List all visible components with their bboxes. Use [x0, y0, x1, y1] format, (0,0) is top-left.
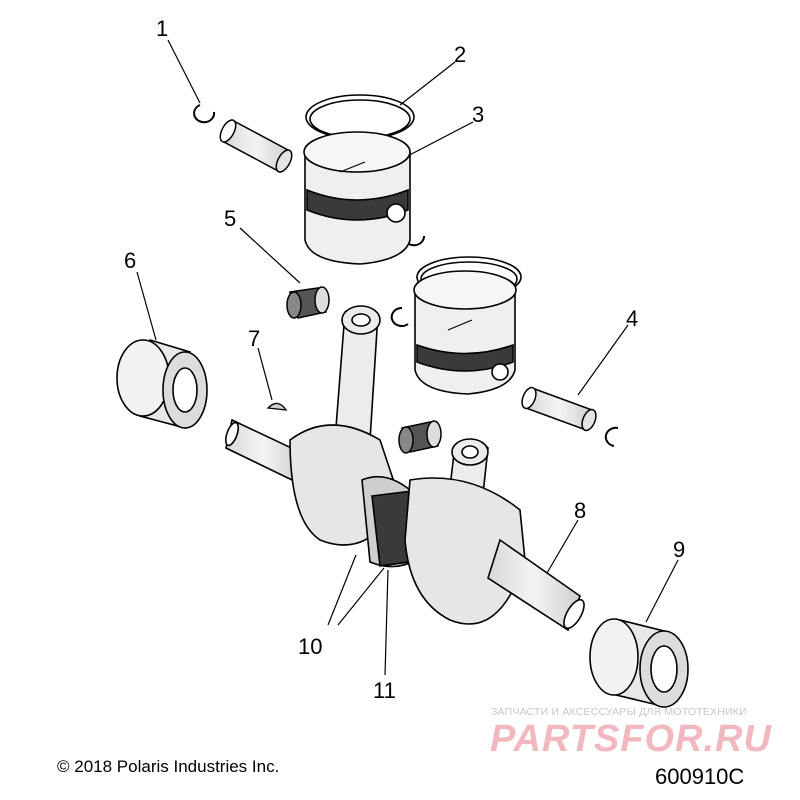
callout-1: 1 [156, 16, 168, 41]
callout-3: 3 [472, 102, 484, 127]
watermark-logo: PARTSFOR.RU [490, 718, 772, 760]
callout-11: 11 [373, 678, 396, 703]
copyright-notice: © 2018 Polaris Industries Inc. [57, 757, 280, 776]
needle-bearing-part [286, 286, 442, 454]
callout-5: 5 [224, 206, 236, 231]
leader-lines [136, 39, 679, 676]
callout-6: 6 [124, 248, 136, 273]
callout-2: 2 [454, 42, 466, 67]
wrist-pin-part [219, 118, 597, 432]
callout-10: 10 [298, 634, 322, 659]
callout-4: 4 [626, 306, 638, 331]
callout-7: 7 [248, 326, 260, 351]
figure-id: 600910C [655, 764, 745, 789]
crankshaft-part [224, 418, 585, 632]
woodruff-key-part [266, 402, 288, 411]
callout-9: 9 [673, 537, 685, 562]
main-bearing-part [116, 338, 689, 708]
watermark-tagline: ЗАПЧАСТИ И АКСЕССУАРЫ ДЛЯ МОТОТЕХНИКИ [491, 706, 747, 718]
piston-part [303, 131, 517, 395]
callout-labels: 1 2 3 4 5 6 7 8 9 10 11 [124, 16, 685, 703]
callout-8: 8 [574, 498, 586, 523]
